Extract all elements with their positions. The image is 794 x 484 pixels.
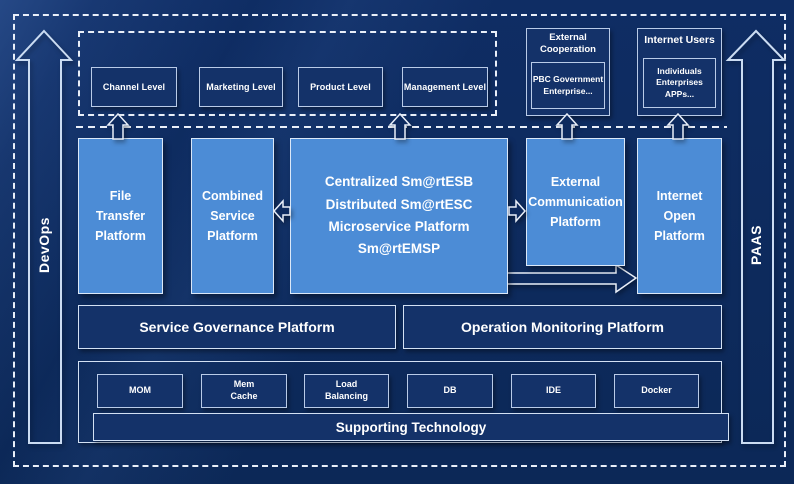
- level-label: Management Level: [403, 82, 487, 92]
- flow-right-arrow-icon: [505, 263, 638, 294]
- tech-box-ide: IDE: [511, 374, 596, 408]
- platform-external-communication: External Communication Platform: [526, 138, 625, 266]
- level-label: Marketing Level: [206, 82, 276, 92]
- up-arrow-icon: [388, 112, 412, 140]
- internet-users-title: Internet Users: [644, 34, 715, 46]
- tech-box-load-balancing: Load Balancing: [304, 374, 389, 408]
- tech-box-db: DB: [407, 374, 493, 408]
- operation-monitoring-platform: Operation Monitoring Platform: [403, 305, 722, 349]
- devops-arrow-icon: [14, 29, 74, 444]
- internet-users-members: Individuals Enterprises APPs...: [643, 58, 716, 108]
- external-cooperation-members: PBC Government Enterprise...: [531, 62, 605, 109]
- up-arrow-icon: [555, 112, 579, 140]
- level-label: Channel Level: [102, 82, 166, 92]
- platform-internet-open: Internet Open Platform: [637, 138, 722, 294]
- up-arrow-icon: [666, 112, 690, 140]
- diagram-outer-border: [13, 14, 786, 467]
- up-arrow-icon: [106, 112, 130, 140]
- level-box-channel: Channel Level: [91, 67, 177, 107]
- devops-rail-label: DevOps: [36, 217, 52, 273]
- external-cooperation-title: External Cooperation: [540, 32, 596, 55]
- service-governance-platform: Service Governance Platform: [78, 305, 396, 349]
- level-box-management: Management Level: [402, 67, 488, 107]
- supporting-technology-bar: Supporting Technology: [93, 413, 729, 441]
- platform-central-esb: Centralized Sm@rtESB Distributed Sm@rtES…: [290, 138, 508, 294]
- tech-box-docker: Docker: [614, 374, 699, 408]
- tech-box-mem-cache: Mem Cache: [201, 374, 287, 408]
- level-label: Product Level: [310, 82, 371, 92]
- business-levels-group: [78, 31, 497, 116]
- platform-combined-service: Combined Service Platform: [191, 138, 274, 294]
- supporting-technology-group: [78, 361, 722, 443]
- tech-box-mom: MOM: [97, 374, 183, 408]
- level-box-product: Product Level: [298, 67, 383, 107]
- left-arrow-icon: [272, 199, 291, 223]
- paas-rail-label: PAAS: [748, 225, 764, 265]
- platform-file-transfer: File Transfer Platform: [78, 138, 163, 294]
- level-box-marketing: Marketing Level: [199, 67, 283, 107]
- right-arrow-icon: [508, 199, 527, 223]
- paas-arrow-icon: [725, 29, 787, 444]
